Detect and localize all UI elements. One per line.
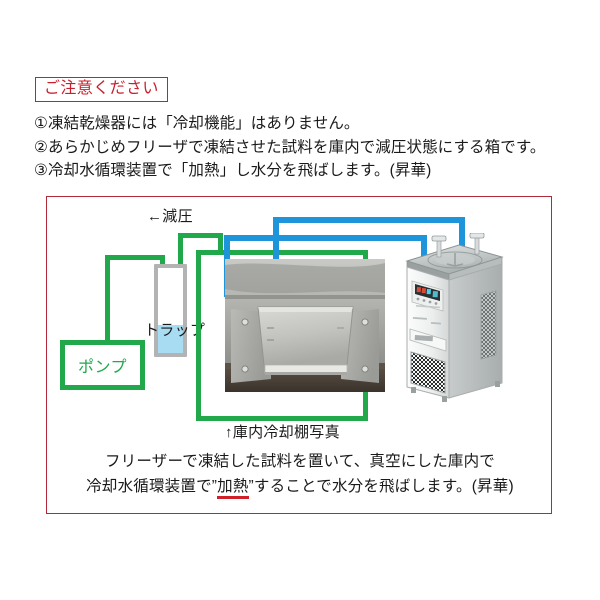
- chamber-lid-right: [223, 250, 368, 255]
- pipe-blue-top-run-outer: [273, 217, 465, 223]
- pipe-green-trap-inlet: [160, 255, 165, 270]
- pipe-blue-chiller-port-right: [459, 217, 465, 255]
- diagram-frame: ←減圧 トラップ ポンプ: [46, 196, 552, 514]
- chiller-svg: [405, 233, 504, 402]
- pipe-green-bridge: [178, 233, 223, 238]
- vacuum-label: ←減圧: [147, 208, 193, 225]
- cooling-shelf-photo-svg: [225, 259, 385, 392]
- pipe-blue-top-run-inner: [224, 235, 427, 241]
- vacuum-pump: ポンプ: [60, 340, 145, 390]
- pipe-green-pump-riser: [105, 255, 110, 345]
- pipe-blue-down-outer: [273, 217, 279, 297]
- notice-item-3: ③冷却水循環装置で「加熱」し水分を飛ばします。(昇華): [34, 162, 432, 179]
- pipe-green-trap-outlet: [178, 233, 183, 271]
- explanation-line2-post: ”することで水分を飛ばします。(昇華): [248, 478, 514, 495]
- explanation-line-2: 冷却水循環装置で”加熱”することで水分を飛ばします。(昇華): [47, 474, 553, 499]
- pipe-green-top-left-run: [105, 255, 165, 260]
- explanation-line2-pre: 冷却水循環装置で”: [86, 478, 218, 495]
- explanation-line-1: フリーザーで凍結した試料を置いて、真空にした庫内で: [104, 453, 496, 470]
- notice-item-1: ①凍結乾燥器には「冷却機能」はありません。: [34, 115, 360, 132]
- explanation-caption: フリーザーで凍結した試料を置いて、真空にした庫内で 冷却水循環装置で”加熱”する…: [47, 449, 553, 499]
- cold-trap: [154, 264, 187, 357]
- notice-item-2: ②あらかじめフリーザで凍結させた試料を庫内で減圧状態にする箱です。: [34, 138, 546, 156]
- notice-list: ①凍結乾燥器には「冷却機能」はありません。 ②あらかじめフリーザで凍結させた試料…: [34, 112, 582, 183]
- pipe-green-chamber-inlet: [218, 233, 223, 250]
- pipe-blue-chiller-port-left: [421, 235, 427, 257]
- trap-liquid: [158, 325, 183, 353]
- water-circulator-chiller: [397, 233, 512, 409]
- pump-label: ポンプ: [77, 359, 128, 376]
- explanation-highlight-heating: 加熱: [217, 478, 249, 499]
- cooling-shelf-photo: [225, 259, 385, 392]
- trap-label: トラップ: [144, 322, 206, 339]
- photo-caption: ↑庫内冷却棚写真: [225, 424, 340, 441]
- notice-badge: ご注意ください: [35, 77, 168, 103]
- chamber-lid-left: [196, 250, 226, 255]
